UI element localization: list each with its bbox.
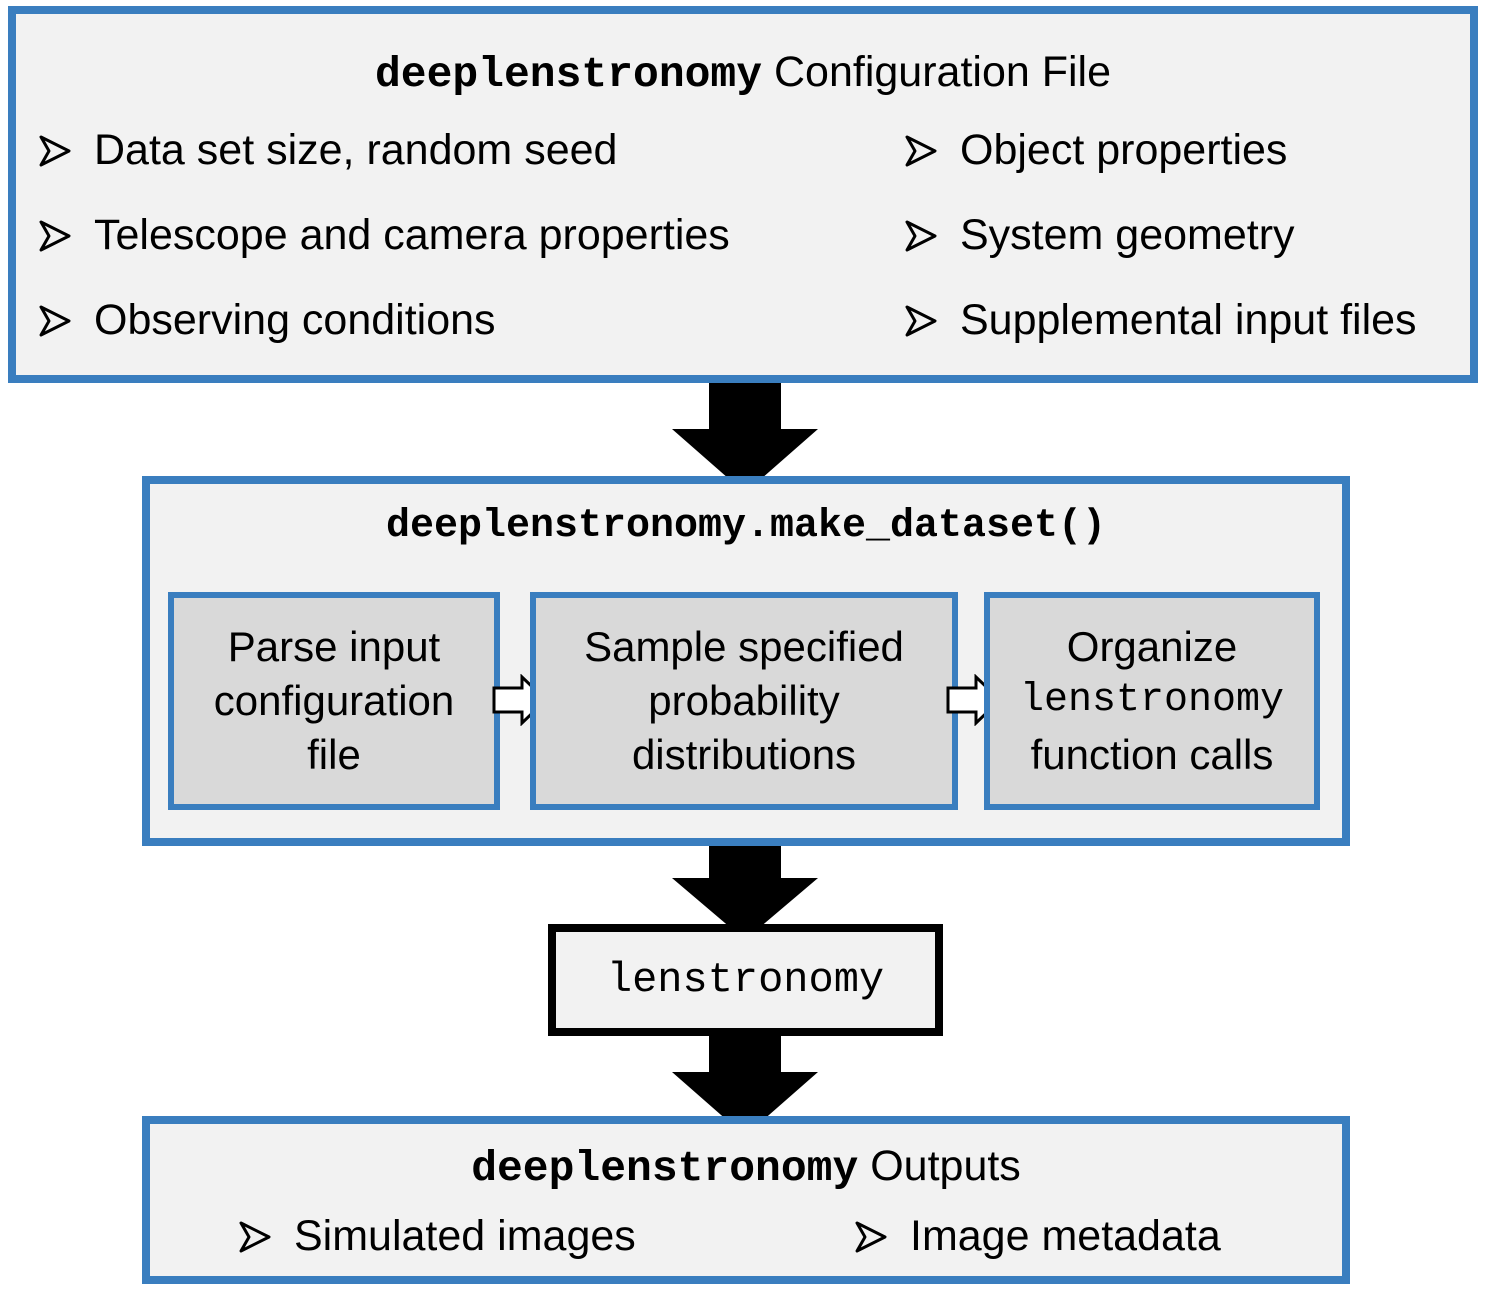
flow-arrow-down-icon — [672, 1036, 818, 1136]
output-item-label: Image metadata — [910, 1212, 1221, 1260]
config-file-box: deeplenstronomy Configuration File Data … — [8, 6, 1478, 383]
step-sample-line: distributions — [631, 731, 857, 778]
step-parse-line: Parse input — [227, 623, 441, 670]
config-box-title: deeplenstronomy Configuration File — [16, 48, 1470, 99]
step-parse-box: Parse input configuration file — [168, 592, 500, 810]
step-organize-code: lenstronomy — [1019, 678, 1285, 723]
step-organize-line: function calls — [1030, 731, 1274, 778]
flow-arrow-down-icon — [672, 383, 818, 493]
arrow-bullet-icon — [904, 219, 960, 253]
lenstronomy-label: lenstronomy — [606, 956, 885, 1004]
config-item-dataset-size: Data set size, random seed — [38, 126, 617, 175]
step-sample-line: probability — [648, 677, 840, 724]
flow-arrow-down-icon — [672, 846, 818, 940]
config-item-supplemental: Supplemental input files — [904, 296, 1417, 345]
outputs-box: deeplenstronomy Outputs Simulated images… — [142, 1116, 1350, 1284]
outputs-box-title: deeplenstronomy Outputs — [150, 1142, 1342, 1193]
output-item-metadata: Image metadata — [854, 1212, 1221, 1261]
arrow-bullet-icon — [854, 1220, 910, 1254]
step-organize-box: Organize lenstronomy function calls — [984, 592, 1320, 810]
config-item-telescope: Telescope and camera properties — [38, 211, 730, 260]
outputs-title-code: deeplenstronomy — [471, 1144, 859, 1193]
config-item-label: Observing conditions — [94, 296, 496, 344]
output-item-label: Simulated images — [294, 1212, 636, 1260]
arrow-bullet-icon — [904, 304, 960, 338]
arrow-bullet-icon — [38, 219, 94, 253]
step-parse-line: file — [307, 731, 361, 778]
config-item-observing: Observing conditions — [38, 296, 496, 345]
arrow-bullet-icon — [38, 134, 94, 168]
config-item-label: System geometry — [960, 211, 1295, 259]
step-sample-line: Sample specified — [584, 623, 904, 670]
config-item-label: Object properties — [960, 126, 1288, 174]
config-title-text: Configuration File — [774, 48, 1112, 96]
arrow-bullet-icon — [38, 304, 94, 338]
output-item-images: Simulated images — [238, 1212, 636, 1261]
make-dataset-box: deeplenstronomy.make_dataset() Parse inp… — [142, 476, 1350, 846]
config-item-object: Object properties — [904, 126, 1287, 175]
make-dataset-title: deeplenstronomy.make_dataset() — [385, 504, 1107, 549]
config-title-code: deeplenstronomy — [374, 50, 763, 99]
lenstronomy-box: lenstronomy — [548, 924, 943, 1036]
config-item-label: Telescope and camera properties — [94, 211, 730, 259]
arrow-bullet-icon — [904, 134, 960, 168]
step-parse-line: configuration — [213, 677, 455, 724]
config-item-geometry: System geometry — [904, 211, 1295, 260]
step-sample-box: Sample specified probability distributio… — [530, 592, 958, 810]
config-item-label: Supplemental input files — [960, 296, 1417, 344]
config-item-label: Data set size, random seed — [94, 126, 618, 174]
step-organize-line: Organize — [1066, 623, 1238, 670]
arrow-bullet-icon — [238, 1220, 294, 1254]
outputs-title-text: Outputs — [870, 1142, 1021, 1190]
